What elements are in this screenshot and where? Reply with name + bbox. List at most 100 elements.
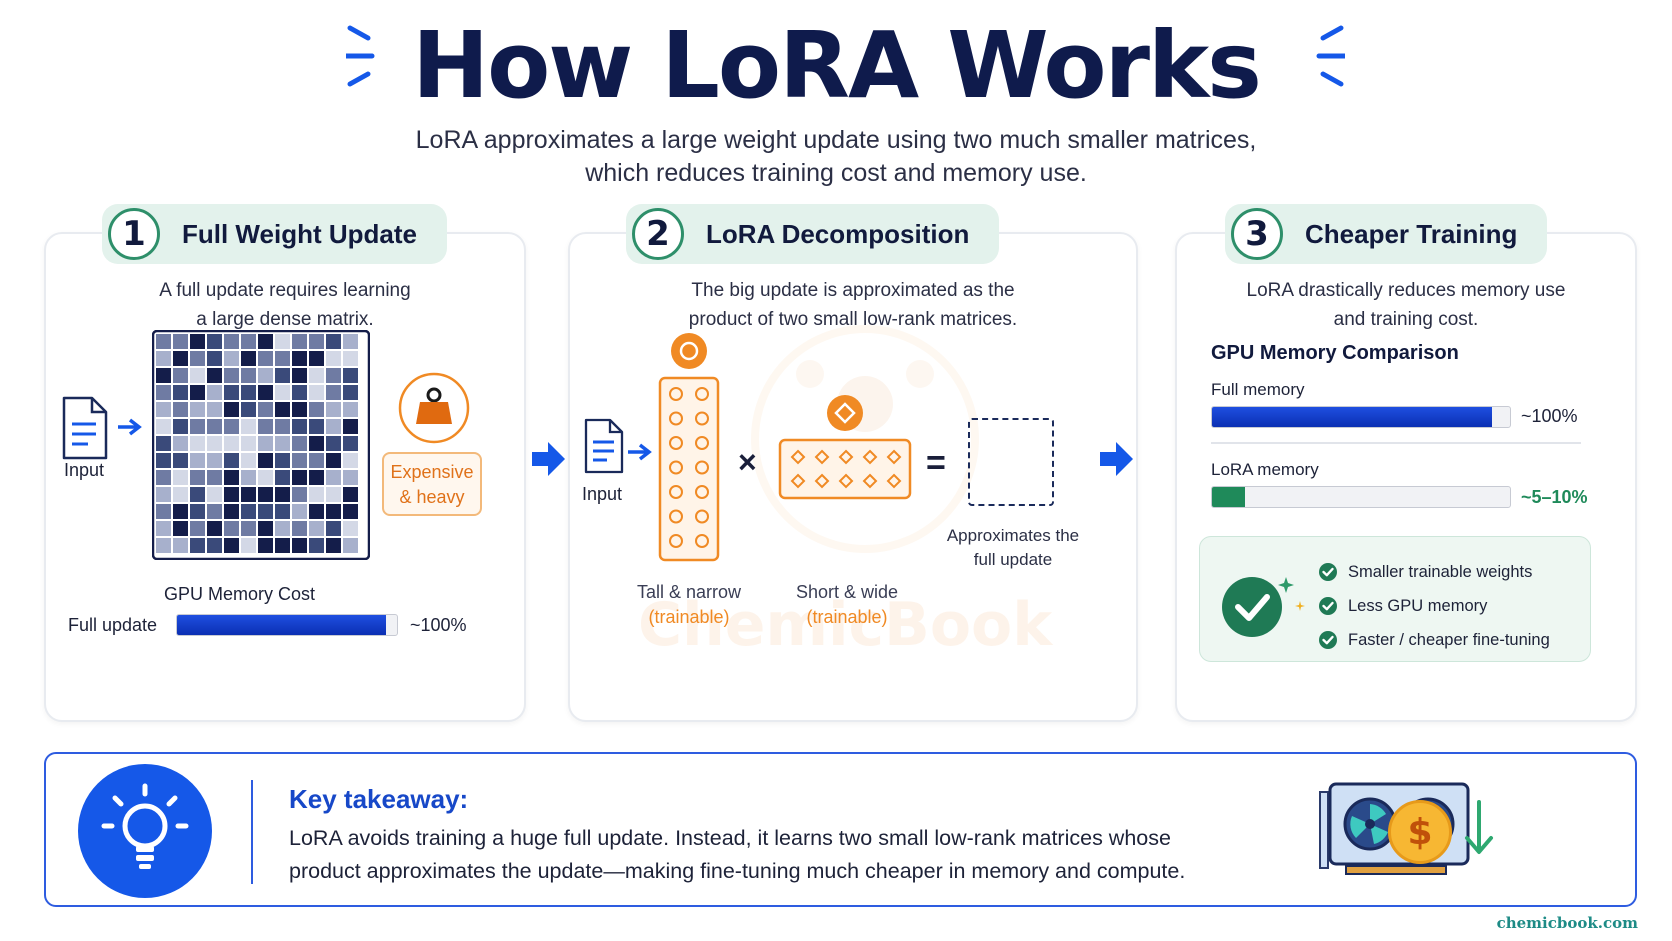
matrix-cell	[156, 487, 171, 502]
matrix-cell	[207, 368, 222, 383]
matrix-cell	[207, 538, 222, 553]
document-icon	[584, 418, 624, 474]
matrix-cell	[309, 402, 324, 417]
matrix-cell	[241, 470, 256, 485]
desc-line: a large dense matrix.	[196, 309, 374, 330]
matrix-cell	[258, 351, 273, 366]
lora-memory-bar	[1211, 486, 1511, 508]
matrix-cell	[258, 436, 273, 451]
matrix-cell	[275, 521, 290, 536]
matrix-cell	[207, 402, 222, 417]
matrix-cell	[224, 436, 239, 451]
takeaway-body: LoRA avoids training a huge full update.…	[289, 822, 1185, 888]
full-update-bar	[176, 614, 398, 636]
check-circle-icon	[1318, 562, 1338, 582]
weight-icon	[398, 372, 470, 444]
takeaway-line: LoRA avoids training a huge full update.…	[289, 826, 1171, 850]
matrix-cell	[156, 436, 171, 451]
matrix-cell	[669, 436, 683, 450]
big-check-icon	[1222, 577, 1305, 637]
matrix-cell	[258, 453, 273, 468]
matrix-cell	[343, 351, 358, 366]
matrix-cell	[326, 436, 341, 451]
matrix-cell	[343, 385, 358, 400]
matrix-cell	[190, 368, 205, 383]
benefit-item: Faster / cheaper fine-tuning	[1318, 623, 1550, 657]
short-wide-matrix	[778, 438, 912, 500]
matrix-cell	[207, 436, 222, 451]
matrix-cell	[326, 334, 341, 349]
desc-line: A full update requires learning	[159, 280, 411, 301]
memory-cost-title: GPU Memory Cost	[164, 584, 316, 604]
matrix-cell	[886, 473, 902, 489]
matrix-cell	[292, 419, 307, 434]
matrix-cell	[343, 521, 358, 536]
matrix-cell	[309, 436, 324, 451]
caption-sub: (trainable)	[806, 607, 888, 627]
matrix-cell	[156, 402, 171, 417]
matrix-cell	[224, 538, 239, 553]
matrix-cell	[695, 411, 709, 426]
matrix-cell	[275, 436, 290, 451]
matrix-cell	[207, 470, 222, 485]
bar-fill	[1212, 407, 1493, 427]
tall-narrow-matrix	[658, 376, 720, 562]
matrix-cell	[695, 387, 709, 401]
panel-full-weight-update: 1 Full Weight Update A full update requi…	[44, 204, 526, 722]
matrix-cell	[173, 521, 188, 536]
key-takeaway-box: Key takeaway: LoRA avoids training a hug…	[44, 752, 1637, 907]
panel-lora-decomposition: ChemicBook 2 LoRA Decomposition The big …	[568, 204, 1138, 722]
matrix-cell	[156, 385, 171, 400]
bar-label: Full update	[68, 615, 158, 635]
matrix-cell	[156, 368, 171, 383]
matrix-cell	[343, 334, 358, 349]
matrix-cell	[258, 402, 273, 417]
matrix-cell	[838, 473, 854, 489]
matrix-cell	[695, 534, 709, 548]
matrix-cell	[190, 402, 205, 417]
matrix-cell	[343, 419, 358, 434]
matrix-cell	[275, 470, 290, 485]
arrow-down-icon	[1465, 800, 1493, 854]
matrix-cell	[173, 368, 188, 383]
matrix-cell	[156, 453, 171, 468]
panel-description: The big update is approximated as the pr…	[570, 276, 1136, 334]
check-circle-icon	[1318, 596, 1338, 616]
step-number: 2	[632, 208, 684, 260]
full-memory-label: Full memory	[1211, 380, 1305, 399]
matrix-cell	[190, 453, 205, 468]
matrix-cell	[309, 538, 324, 553]
matrix-cell	[173, 504, 188, 519]
benefit-label: Faster / cheaper fine-tuning	[1348, 630, 1550, 649]
matrix-cell	[224, 487, 239, 502]
matrix-cell	[258, 419, 273, 434]
lora-memory-label: LoRA memory	[1211, 460, 1319, 479]
matrix-cell	[241, 351, 256, 366]
matrix-cell	[275, 419, 290, 434]
matrix-cell	[309, 351, 324, 366]
full-memory-bar	[1211, 406, 1511, 428]
matrix-cell	[838, 449, 854, 465]
takeaway-heading: Key takeaway:	[289, 784, 469, 814]
matrix-cell	[326, 368, 341, 383]
step-title: LoRA Decomposition	[706, 218, 970, 249]
matrix-cell	[326, 351, 341, 366]
matrix-cell	[173, 470, 188, 485]
matrix-cell	[326, 470, 341, 485]
matrix-cell	[292, 351, 307, 366]
matrix-cell	[156, 351, 171, 366]
matrix-cell	[343, 402, 358, 417]
arrow-right-icon	[628, 443, 652, 461]
matrix-cell	[258, 385, 273, 400]
benefit-label: Less GPU memory	[1348, 596, 1488, 615]
step-pill: 3 Cheaper Training	[1225, 204, 1548, 264]
matrix-cell	[814, 449, 830, 465]
desc-line: and training cost.	[1333, 309, 1479, 330]
matrix-cell	[156, 419, 171, 434]
matrix-cell	[275, 368, 290, 383]
matrix-cell	[156, 538, 171, 553]
takeaway-line: product approximates the update—making f…	[289, 859, 1186, 883]
matrix-cell	[156, 521, 171, 536]
panel-description: LoRA drastically reduces memory use and …	[1177, 276, 1635, 334]
